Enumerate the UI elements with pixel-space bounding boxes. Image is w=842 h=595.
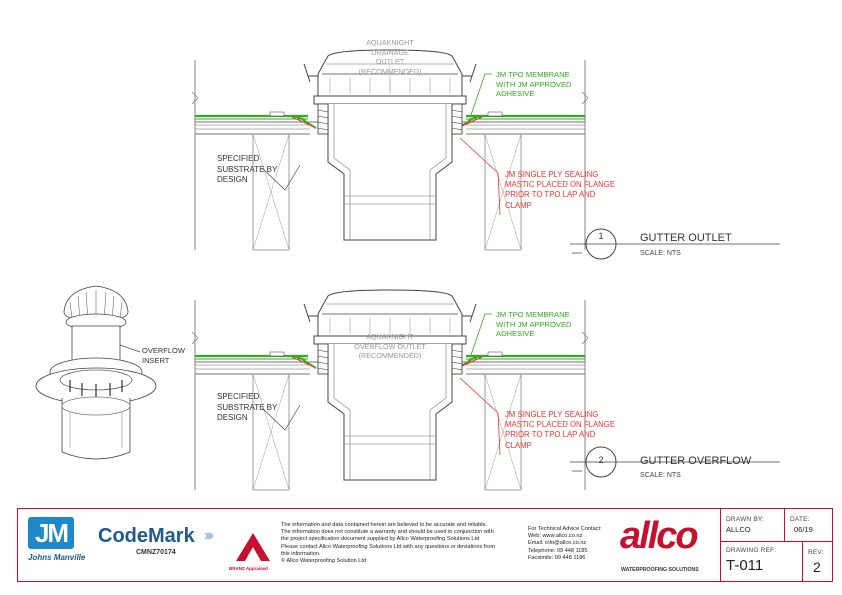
note-line: WITH JM APPROVED [496,319,572,329]
note-line: MASTIC PLACED ON FLANGE [505,180,616,190]
contact-heading: For Technical Advice Contact: [528,526,602,532]
note-line: JM TPO MEMBRANE [496,310,570,319]
disclaimer-line: the project specification document suppl… [281,536,480,543]
disclaimer-text: The information and data contained herei… [281,522,495,565]
chevron-icons: ››› [204,527,214,544]
note-line: JM SINGLE PLY SEALING [505,170,599,179]
jm-logo: JM [28,517,74,549]
disclaimer-line: this information. [281,550,321,557]
note-line: SUBSTRATE BY [217,402,278,412]
iso-overflow-insert-label: OVERFLOW INSERT [142,346,185,365]
jm-name: Johns Manville [28,553,86,562]
contact-facsimile: Facsimile: 09 448 1186 [528,554,586,561]
note-line: DESIGN [217,413,248,422]
disclaimer-line: The information and data contained herei… [281,522,488,528]
allco-tagline: WATERPROOFING SOLUTIONS [621,567,699,573]
label-line: INSERT [142,355,170,365]
title-block: JM Johns Manville CodeMark ››› CMNZ70174… [17,508,833,582]
rev-value: 2 [813,559,821,575]
disclaimer-line: © Allco Waterproofing Solution Ltd [281,558,367,565]
label-line: AQUAKNIGHT [366,332,414,341]
jm-logo-text: JM [34,518,69,548]
label-line: DRAINAGE [371,47,409,57]
drawn-by-label: DRAWN BY: [726,516,765,523]
note-line: JM TPO MEMBRANE [496,70,570,79]
note-line: CLAMP [505,440,532,450]
detail-1-mastic-note: JM SINGLE PLY SEALING MASTIC PLACED ON F… [505,170,615,211]
branz-icon [236,533,270,561]
label-line: AQUAKNIGHT [366,38,414,47]
rev-label: REV: [808,549,824,556]
note-line: PRIOR TO TPO LAP AND [505,190,596,200]
detail-2-number: 2 [598,455,604,465]
detail-2-title: GUTTER OVERFLOW [640,455,752,467]
detail-2-substrate-note: SPECIFIED SUBSTRATE BY DESIGN [217,392,277,424]
note-line: ADHESIVE [496,329,535,339]
date-value: 06/19 [794,525,813,534]
contact-telephone: Telephone: 09 448 1185 [528,547,588,554]
detail-2-product-label: AQUAKNIGHT OVERFLOW OUTLET (RECOMMENDED) [335,332,445,361]
detail-2-leaders [261,313,780,478]
note-line: WITH JM APPROVED [496,79,572,89]
note-line: SUBSTRATE BY [217,164,278,174]
frame-marks [194,70,586,340]
grid-divider [784,509,785,541]
codemark-id: CMNZ70174 [136,549,176,556]
contact-web: Web: www.allco.co.nz [528,533,583,540]
detail-2-scale: SCALE: NTS [640,472,681,479]
drawn-by-value: ALLCO [726,525,751,534]
note-line: MASTIC PLACED ON FLANGE [505,420,616,430]
label-line: OVERFLOW [142,346,185,355]
disclaimer-line: The information does not constitute a wa… [281,529,494,536]
detail-1-product-label: AQUAKNIGHT DRAINAGE OUTLET (RECOMMENDED) [340,38,440,76]
overflow-insert-isometric [35,285,157,460]
label-line: OUTLET [375,57,405,67]
detail-1-membrane-note: JM TPO MEMBRANE WITH JM APPROVED ADHESIV… [496,70,572,99]
date-label: DATE: [790,516,810,523]
note-line: JM SINGLE PLY SEALING [505,410,599,419]
codemark-logo: CodeMark [98,525,195,547]
detail-2-mastic-note: JM SINGLE PLY SEALING MASTIC PLACED ON F… [505,410,615,451]
grid-divider [802,541,803,581]
note-line: ADHESIVE [496,89,535,99]
label-line: (RECOMMENDED) [358,351,422,361]
detail-2-membrane-note: JM TPO MEMBRANE WITH JM APPROVED ADHESIV… [496,310,572,339]
note-line: SPECIFIED [217,154,260,163]
drawing-ref-value: T-011 [726,557,764,574]
contact-email: Email: info@allco.co.nz [528,540,587,547]
note-line: DESIGN [217,175,248,184]
grid-divider [720,509,721,581]
allco-logo: allco [620,515,699,557]
note-line: CLAMP [505,200,532,210]
label-line: OVERFLOW OUTLET [354,341,426,351]
branz-label: BRANZ Appraised [229,566,268,571]
grid-divider [720,541,832,542]
drawing-ref-label: DRAWING REF: [726,547,777,554]
detail-1-leaders [261,64,780,260]
note-line: PRIOR TO TPO LAP AND [505,430,596,440]
detail-1-title: GUTTER OUTLET [640,232,732,244]
label-line: (RECOMMENDED) [358,66,422,76]
note-line: SPECIFIED [217,392,260,401]
detail-1-number: 1 [598,231,604,241]
detail-1-scale: SCALE: NTS [640,250,681,257]
disclaimer-line: Please contact Allco Waterproofing Solut… [281,543,496,550]
contact-info: For Technical Advice Contact: Web: www.a… [528,526,602,562]
detail-1-substrate-note: SPECIFIED SUBSTRATE BY DESIGN [217,154,277,186]
